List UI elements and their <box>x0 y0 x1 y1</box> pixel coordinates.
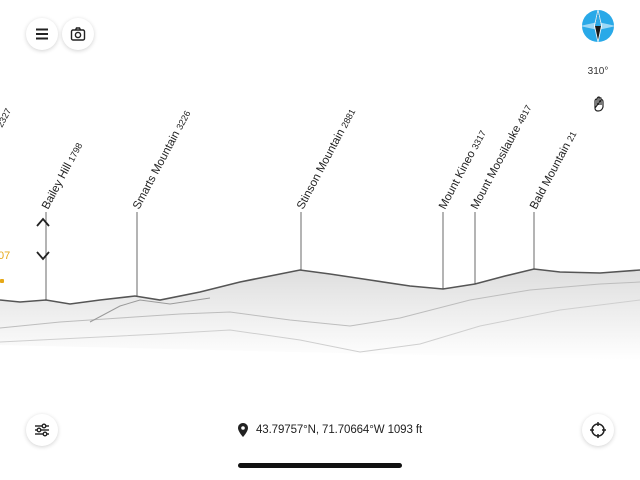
terrain-ridge-outline <box>0 268 640 305</box>
peak-label-smarts-mountain[interactable]: Smarts Mountain 3226 <box>131 108 193 211</box>
peak-label-mount-moosilauke[interactable]: Mount Moosilauke 4817 <box>469 103 534 212</box>
location-readout[interactable]: 43.79757°N, 71.70664°W 1093 ft <box>238 421 422 439</box>
crosshair-icon <box>590 422 606 438</box>
side-value-indicator: 07 <box>0 250 11 262</box>
location-pin-icon <box>238 423 248 437</box>
chevron-up-icon[interactable] <box>36 217 50 227</box>
peak-label-bald-mountain[interactable]: Bald Mountain 21 <box>528 129 579 212</box>
compass-heading: 310° <box>587 66 609 77</box>
terrain-ridge-foreground <box>0 299 640 353</box>
menu-icon <box>36 28 48 40</box>
home-indicator[interactable] <box>238 463 402 468</box>
sliders-icon <box>35 423 49 437</box>
locate-button[interactable] <box>582 414 614 446</box>
peak-label-bailey-hill[interactable]: Bailey Hill 1798 <box>40 141 85 212</box>
filters-button[interactable] <box>26 414 58 446</box>
peak-label-clipped[interactable]: 2327 <box>0 107 13 129</box>
camera-icon <box>70 27 86 41</box>
hand-icon <box>594 96 604 112</box>
tilt-control[interactable] <box>34 214 52 264</box>
menu-button[interactable] <box>26 18 58 50</box>
compass-icon[interactable] <box>580 8 616 60</box>
terrain-ridge-lower <box>0 281 640 329</box>
location-text: 43.79757°N, 71.70664°W 1093 ft <box>256 424 423 436</box>
side-marker <box>0 279 4 283</box>
terrain-ridge-mid <box>89 297 211 323</box>
peak-label-stinson-mountain[interactable]: Stinson Mountain 2881 <box>295 107 358 212</box>
chevron-down-icon[interactable] <box>36 251 50 261</box>
terrain-fill <box>0 269 640 360</box>
camera-button[interactable] <box>62 18 94 50</box>
